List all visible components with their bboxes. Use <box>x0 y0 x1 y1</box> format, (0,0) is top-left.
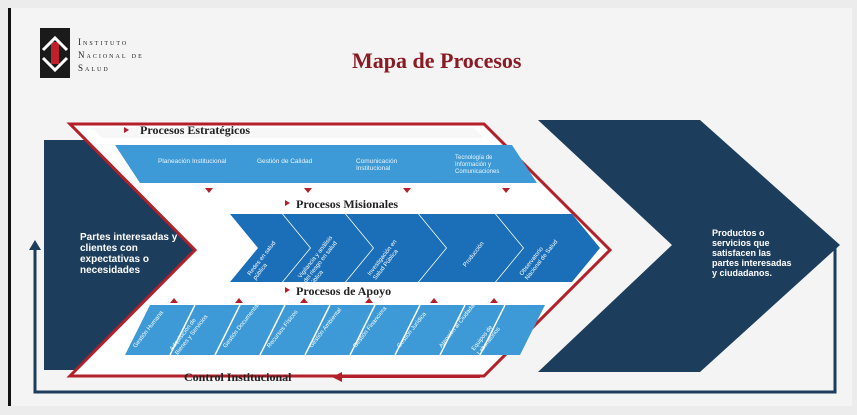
strategic-box-2: Gestión de Calidad <box>257 158 313 165</box>
inputs-label: Partes interesadas y clientes con expect… <box>80 232 178 276</box>
outputs-label: Productos o servicios que satisfacen las… <box>712 228 792 278</box>
output-chevron <box>538 120 840 372</box>
band-estrategicos: Procesos Estratégicos <box>140 123 251 137</box>
strategic-box-3: Comunicación Institucional <box>356 158 398 172</box>
band-misionales: Procesos Misionales <box>296 197 399 211</box>
institution-name: Instituto Nacional de Salud <box>78 37 144 73</box>
strategic-box-4: Tecnología de Información y Comunicacion… <box>455 155 500 175</box>
strategic-box-1: Planeación Institucional <box>158 158 227 165</box>
page-title: Mapa de Procesos <box>352 48 522 73</box>
band-apoyo: Procesos de Apoyo <box>296 284 392 298</box>
input-chevron <box>44 140 232 370</box>
band-control: Control Institucional <box>184 370 292 384</box>
institution-logo <box>40 28 70 78</box>
